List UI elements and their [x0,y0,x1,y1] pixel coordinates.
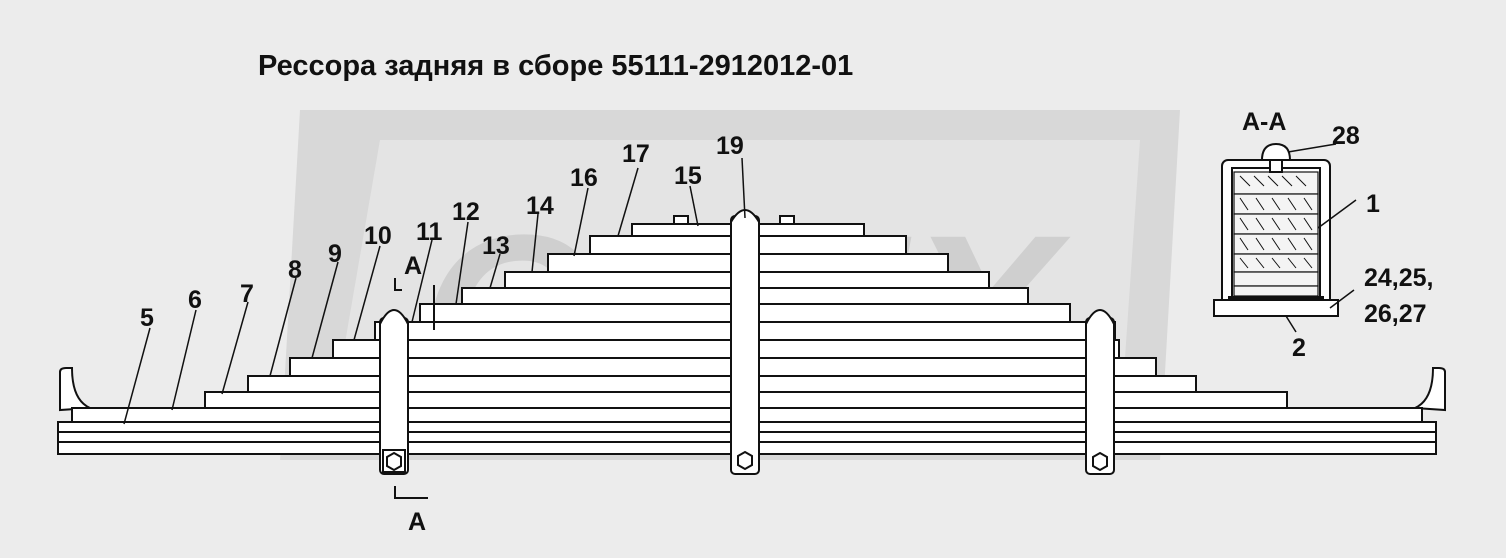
callout-17: 17 [622,140,650,168]
callout-5: 5 [140,304,154,332]
callout-16: 16 [570,164,598,192]
callout-24-line2: 26,27 [1364,300,1427,328]
section-view [1213,142,1339,317]
callout-14: 14 [526,192,554,220]
clamp-left [379,309,409,475]
leaf-8 [289,357,1157,377]
callout-8: 8 [288,256,302,284]
callout-13: 13 [482,232,510,260]
top-bolt-head-2 [779,215,795,225]
diagram-title: Рессора задняя в сборе 55111-2912012-01 [258,50,854,82]
section-hatching [1239,175,1313,269]
top-bolt-head [673,215,689,225]
section-title: A-A [1242,108,1286,136]
callout-19: 19 [716,132,744,160]
clamps [379,209,1115,475]
callout-6: 6 [188,286,202,314]
callout-28: 28 [1332,122,1360,150]
leaf-eye-left [59,367,91,412]
leader-lines [123,143,1357,425]
section-line-a [394,278,435,499]
callout-15: 15 [674,162,702,190]
callout-1: 1 [1366,190,1380,218]
callout-24-line1: 24,25, [1364,264,1434,292]
leaf-9 [332,339,1120,359]
section-marker-top: A [404,252,422,280]
callout-labels: 5 6 7 8 9 10 11 12 13 14 16 17 15 19 A A… [140,108,1434,536]
callout-11: 11 [416,218,443,246]
leaf-eye-right [1414,367,1446,412]
callout-9: 9 [328,240,342,268]
section-leaves [1233,171,1319,297]
section-marker-bottom: A [408,508,426,536]
callout-10: 10 [364,222,392,250]
clamp-right [1085,309,1115,475]
clamp-center [730,209,760,475]
callout-2: 2 [1292,334,1306,362]
callout-12: 12 [452,198,480,226]
callout-7: 7 [240,280,254,308]
